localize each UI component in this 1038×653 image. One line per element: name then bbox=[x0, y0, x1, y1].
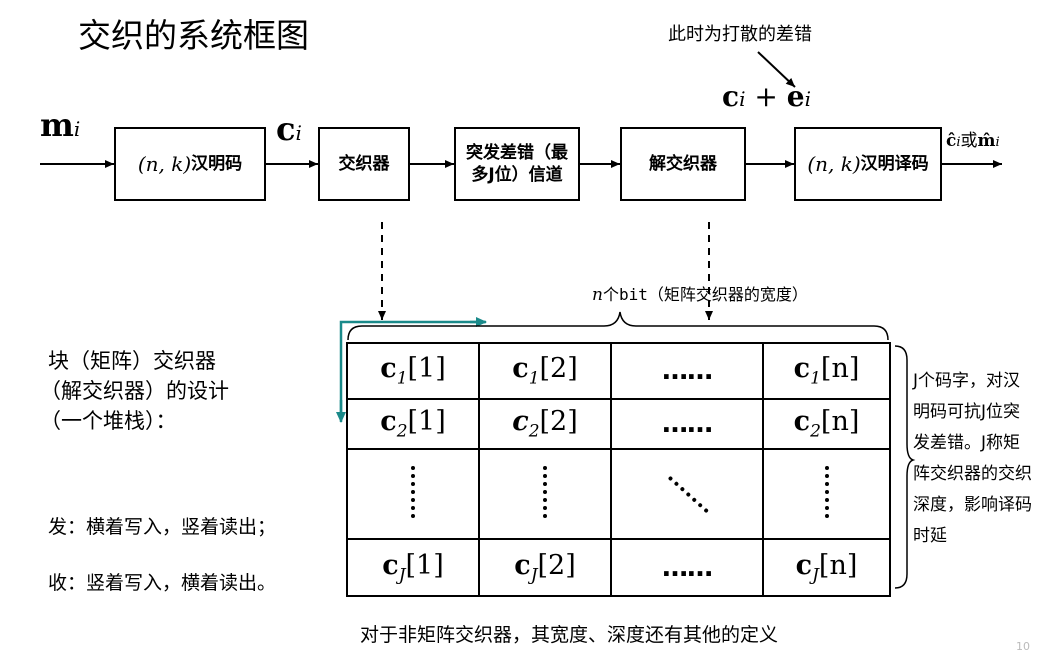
matrix-cell: c2[n] bbox=[762, 398, 891, 450]
depth-note: J个码字，对汉明码可抗J位突发差错。J称矩阵交织器的交织深度，影响译码时延 bbox=[913, 371, 1032, 546]
matrix-cell: cJ[n] bbox=[762, 538, 891, 597]
matrix-row-vdots bbox=[346, 448, 891, 540]
design-heading-line1: 块（矩阵）交织器 bbox=[48, 349, 216, 373]
depth-brace bbox=[894, 345, 916, 589]
annotation-note: 此时为打散的差错 bbox=[668, 24, 812, 45]
matrix-vdots bbox=[346, 448, 480, 540]
burst-channel-block: 突发差错（最多J位）信道 bbox=[454, 127, 580, 201]
width-brace bbox=[347, 311, 889, 341]
interleaver-block: 交织器 bbox=[318, 127, 410, 201]
matrix-ellipsis: …… bbox=[610, 538, 764, 597]
matrix-ellipsis: …… bbox=[610, 398, 764, 450]
signal-c-i: ci bbox=[276, 110, 302, 148]
output-label: ĉi或m̂i bbox=[946, 131, 1000, 151]
matrix-row-2: c2[1] c2[2] …… c2[n] bbox=[346, 398, 891, 450]
signal-c-plus-e: ci + ei bbox=[722, 80, 811, 113]
design-heading-line3: （一个堆栈）： bbox=[40, 409, 177, 433]
teal-read-write-arrows bbox=[339, 320, 485, 420]
matrix-row-J: cJ[1] cJ[2] …… cJ[n] bbox=[346, 538, 891, 597]
matrix-vdots bbox=[478, 448, 612, 540]
deinterleaver-block: 解交织器 bbox=[620, 127, 746, 201]
hamming-decoder-block: (n, k)汉明译码 bbox=[794, 127, 942, 201]
page-number: 10 bbox=[1016, 640, 1030, 653]
matrix-cell: c1[1] bbox=[346, 342, 480, 400]
hamming-encoder-block: (n, k)汉明码 bbox=[114, 127, 266, 201]
design-heading-line2: （解交织器）的设计 bbox=[40, 379, 229, 403]
matrix-ellipsis: …… bbox=[610, 342, 764, 400]
matrix-cell: cJ[1] bbox=[346, 538, 480, 597]
interleaver-matrix: c1[1] c1[2] …… c1[n] c2[1] c2[2] …… c2[n… bbox=[346, 342, 891, 597]
matrix-ddots bbox=[610, 448, 764, 540]
matrix-cell: c1[n] bbox=[762, 342, 891, 400]
matrix-vdots bbox=[762, 448, 891, 540]
receive-rule: 收：竖着写入，横着读出。 bbox=[48, 572, 277, 594]
matrix-cell: c1[2] bbox=[478, 342, 612, 400]
page-title: 交织的系统框图 bbox=[78, 16, 309, 55]
send-rule: 发：横着写入，竖着读出； bbox=[48, 516, 277, 538]
matrix-width-label: n个bit（矩阵交织器的宽度） bbox=[592, 285, 808, 305]
footer-note: 对于非矩阵交织器，其宽度、深度还有其他的定义 bbox=[360, 624, 779, 646]
matrix-cell: cJ[2] bbox=[478, 538, 612, 597]
signal-m-i: mi bbox=[40, 106, 81, 144]
matrix-cell: c2[2] bbox=[478, 398, 612, 450]
annotation-arrow bbox=[757, 51, 796, 88]
matrix-row-1: c1[1] c1[2] …… c1[n] bbox=[346, 342, 891, 400]
matrix-cell: c2[1] bbox=[346, 398, 480, 450]
